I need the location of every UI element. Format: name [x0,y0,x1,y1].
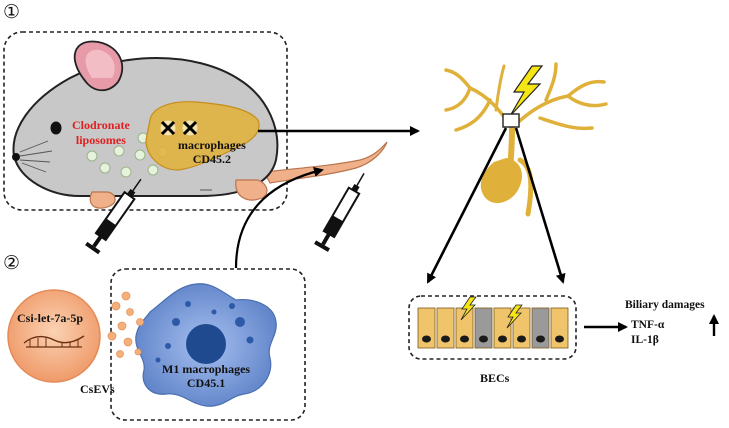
label-clodronate-liposomes: Clodronate liposomes [72,118,130,147]
lightning-icon [509,65,544,117]
syringe-icon [85,178,142,255]
mouse-panel [3,31,288,211]
bec-nucleus [422,335,431,343]
liver-icon [145,101,260,171]
bec-nucleus [555,335,564,343]
lightning-icon [460,296,477,321]
bec-nucleus [460,335,469,343]
becs-cells [417,296,569,349]
bec-nucleus [536,335,545,343]
bec-nucleus [441,335,450,343]
label-csevs: CsEVs [80,382,115,396]
gallbladder-icon [480,158,522,204]
rna-hairpin-icon [23,335,85,344]
m1-panel [110,268,306,421]
label-il-1beta: IL-1β [631,334,659,346]
syringe-icon [314,172,365,252]
lightning-icon [506,304,523,329]
becs-panel [408,295,577,360]
label-csi-let-7a-5p: Csi-let-7a-5p [17,311,83,325]
bec-nucleus [517,335,526,343]
mouse-icon [12,40,388,209]
step-marker-2: ② [3,252,21,274]
step-marker-1: ① [3,1,21,23]
label-becs: BECs [480,371,510,385]
label-tnf-alpha: TNF-α [631,319,665,331]
label-m1-macrophages-cd45-1: M1 macrophages CD45.1 [162,362,251,391]
zoom-square [502,113,520,128]
bec-nucleus [498,335,507,343]
cross-mark-icon [159,119,199,137]
csi-vesicle-icon [7,289,101,383]
arrow-injection [234,166,324,269]
label-macrophages-cd45-2: macrophages CD45.2 [178,138,246,167]
csevs-dots [107,291,144,358]
label-biliary-damages: Biliary damages [625,299,705,311]
bec-nucleus [479,335,488,343]
arrow-to-becs-right [514,127,566,284]
liposome-dots [86,132,169,178]
arrow-to-becs-left [426,127,508,284]
